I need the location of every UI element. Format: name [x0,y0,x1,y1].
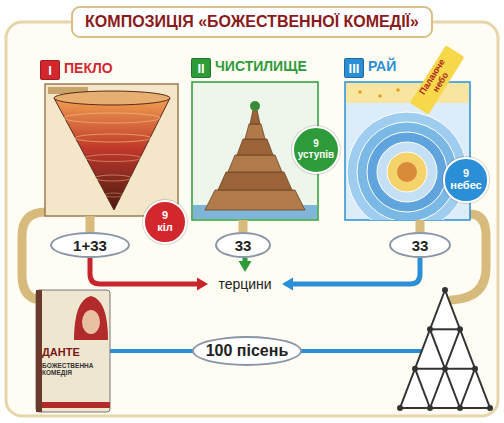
picture-frame [45,84,178,216]
dot [427,326,433,332]
triangle-figure [397,287,493,411]
terrace [205,190,305,210]
title-banner: КОМПОЗИЦІЯ «БОЖЕСТВЕННОЇ КОМЕДІЇ» [71,6,433,38]
hell-cone [54,98,170,210]
panel-heading: ЧИСТИЛИЩЕ [215,58,307,74]
terrace [218,172,292,190]
dot [457,326,463,332]
song-count-oval: 1+33 [50,232,130,258]
node-label: 1+33 [73,237,107,254]
node-label: 9 небес [450,168,482,191]
hell-ring [75,134,151,142]
total-oval: 100 пісень [192,336,303,366]
part-number-badge: I [40,60,60,80]
count-circle: 9 небес [443,157,488,202]
terrace [237,139,273,155]
sphere [357,122,457,220]
dot [427,405,433,411]
gold-band [452,214,486,300]
song-count-oval: 33 [389,232,451,258]
panel-heading: РАЙ [368,58,396,74]
sphere [387,152,427,192]
sphere [367,132,447,212]
dante-face [82,310,100,334]
garden-tree [250,101,260,111]
empyrean [346,83,469,103]
earth [397,162,417,182]
stanza-label: терцини [210,274,280,294]
terrace [245,124,265,139]
hell-ring [64,113,160,123]
triangle [400,290,490,408]
outer-frame [6,22,498,416]
rotated-tag: Палаюче небо [410,45,465,114]
arrowhead [239,261,252,272]
panel-heading: ПЕКЛО [64,60,113,76]
triangle-line [430,328,460,330]
connector-band [416,220,425,232]
dot [442,287,448,293]
connector [293,258,420,284]
dot [472,366,478,372]
node-label: 100 пісень [206,342,289,360]
triangle-line [415,369,430,408]
section-panel: ПЕКЛО I [38,58,180,216]
arrowhead [197,278,208,291]
hell-picture [45,84,178,216]
dante-hood [74,296,108,340]
book-author: ДАНТЕ [42,346,80,358]
triangle-line [430,329,460,408]
part-number-badge: III [344,58,364,78]
dot [412,366,418,372]
count-circle: 9 уступів [292,126,340,174]
dot [457,405,463,411]
connector-band [239,220,248,232]
node-label: I [48,63,52,78]
node-label: 9 уступів [298,139,335,160]
triangle-line [460,369,475,408]
triangle-dots [397,287,493,411]
hell-ring [105,193,123,197]
terrace [250,110,260,124]
node-label: II [197,61,204,76]
gold-band [22,212,46,300]
part-number-badge: II [191,58,211,78]
node-label: 33 [235,237,252,254]
song-count-oval: 33 [215,232,271,258]
connector-band [86,216,95,232]
node-label: 9 кіл [157,210,173,233]
dot [397,405,403,411]
star [378,94,382,98]
node-label: терцини [218,276,271,292]
arrowhead [282,278,293,291]
count-circle: 9 кіл [143,200,187,244]
book [36,290,110,412]
dot [442,366,448,372]
star [396,88,400,92]
heaven-spheres [346,83,469,220]
book-title: БОЖЕСТВЕННА КОМЕДІЯ [42,362,106,377]
paradise-picture [345,82,470,232]
star [358,90,362,94]
node-label: III [349,61,360,76]
book-stripe [42,402,110,408]
connector [243,258,248,261]
hell-ring [85,155,141,162]
title-text: КОМПОЗИЦІЯ «БОЖЕСТВЕННОЇ КОМЕДІЇ» [85,13,419,31]
hell-rim [54,91,170,105]
hell-ring [95,175,131,181]
connector [90,258,197,284]
node-label: 33 [412,237,429,254]
book-cover [36,290,110,412]
sphere [377,142,437,202]
triangle-line [430,329,460,408]
book-spine [36,290,42,412]
terrace [228,155,282,172]
dot [487,405,493,411]
